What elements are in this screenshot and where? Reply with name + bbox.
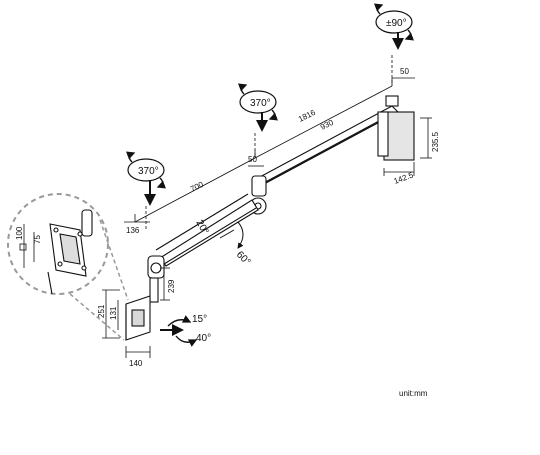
dim-235-5: 235.5	[431, 131, 440, 152]
head-joint	[147, 255, 165, 303]
clamp-dimensions	[383, 117, 432, 176]
upper-arm	[257, 95, 415, 187]
dim-140: 140	[129, 359, 143, 368]
detail-callout	[7, 193, 129, 341]
lower-arm	[155, 193, 259, 267]
rotation-label-swivel: 40°	[196, 333, 211, 344]
elbow-joint	[249, 175, 267, 215]
dim-50-mid: 50	[248, 155, 257, 164]
dim-50-top: 50	[400, 67, 409, 76]
dim-131: 131	[109, 306, 118, 320]
vesa-dimension-lines	[19, 224, 35, 268]
rotation-label-elbow: 60°	[234, 249, 252, 267]
dim-930: 930	[319, 118, 335, 132]
unit-label: unit:mm	[399, 389, 428, 398]
dim-142-5: 142.5	[393, 170, 415, 185]
lower-arm-rotation-icon: 370°	[125, 151, 167, 206]
dim-vesa-100: 100	[15, 226, 24, 240]
top-rotation-icon: ±90°	[373, 3, 415, 50]
vesa-plate-detail	[47, 209, 93, 295]
rotation-label-lower: 370°	[138, 166, 159, 177]
plate-dimensions	[102, 267, 170, 358]
monitor-plate	[125, 295, 151, 341]
elbow-angle-arcs	[219, 221, 244, 249]
tilt-swivel-icon	[160, 315, 198, 347]
dim-251: 251	[97, 304, 106, 318]
upper-arm-rotation-icon: 370°	[237, 83, 279, 132]
dimension-lines-top	[124, 55, 415, 230]
rotation-label-upper: 370°	[250, 98, 271, 109]
dim-700: 700	[189, 180, 205, 194]
rotation-label-tilt: 15°	[192, 314, 207, 325]
rotation-label-top: ±90°	[386, 18, 407, 29]
dim-239: 239	[167, 279, 176, 293]
dim-vesa-75: 75	[33, 235, 42, 244]
dim-136: 136	[126, 226, 140, 235]
dim-1816: 1816	[297, 108, 317, 124]
